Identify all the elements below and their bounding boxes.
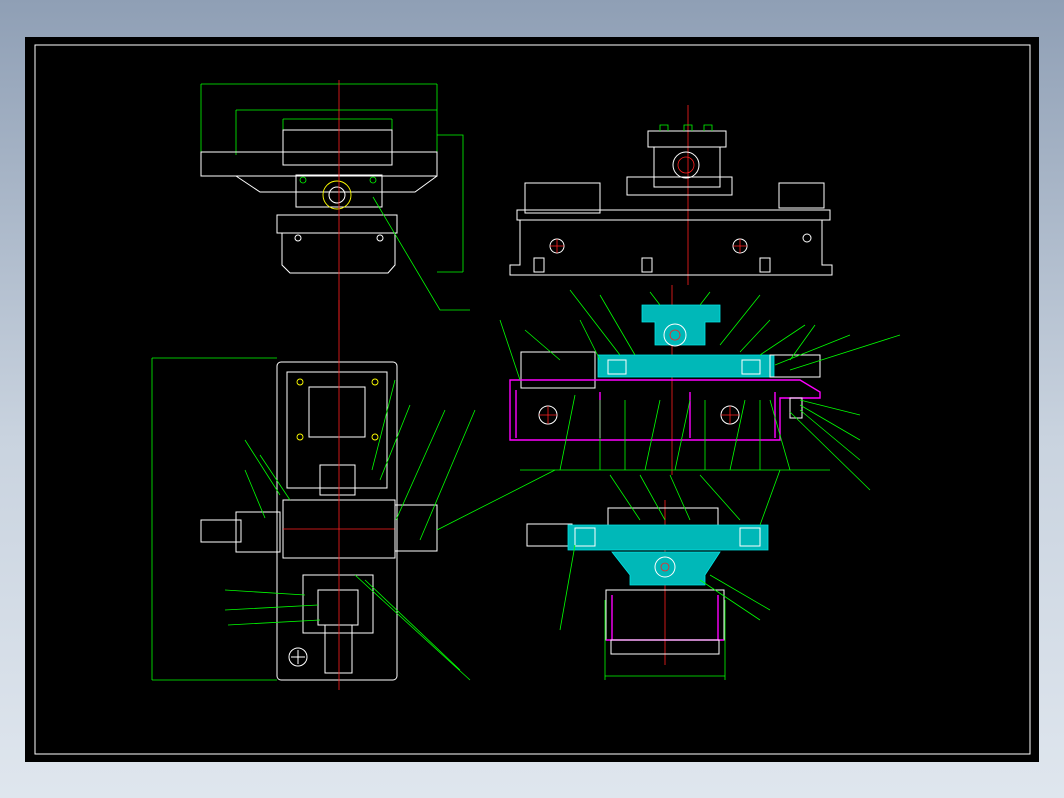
cross-hatch-lines xyxy=(291,650,305,664)
plan-view[interactable] xyxy=(151,300,556,690)
side-elevation-view[interactable] xyxy=(509,105,833,285)
top-clamp xyxy=(647,130,727,148)
leader-line xyxy=(774,324,901,371)
screw-circle-outer xyxy=(663,323,687,347)
leader-line xyxy=(499,319,601,381)
slide-block xyxy=(626,176,733,196)
bolt-symbol xyxy=(376,234,384,242)
base-width-dimension xyxy=(604,600,726,680)
end-screw xyxy=(789,397,803,419)
screw-circle-outer xyxy=(322,180,352,210)
cross-hatch-symbol xyxy=(288,647,308,667)
leader-line xyxy=(372,196,470,311)
foot xyxy=(759,257,771,273)
window-cutout xyxy=(308,386,366,438)
table-chamfer xyxy=(235,175,438,193)
left-bracket xyxy=(524,182,601,214)
left-bearing-housing xyxy=(235,511,281,553)
bearing-right xyxy=(739,527,761,547)
bearing-left xyxy=(607,359,627,375)
base-section-outline xyxy=(509,379,821,441)
leader-line xyxy=(371,379,476,541)
bearing-right xyxy=(741,359,761,375)
upper-clamp-section xyxy=(641,304,721,346)
handwheel-boss xyxy=(778,182,825,209)
right-bearing-housing xyxy=(394,504,438,552)
leader-line xyxy=(789,399,871,491)
nut-block xyxy=(319,464,356,496)
nut-housing xyxy=(653,146,721,188)
bolt-symbol xyxy=(802,233,812,243)
base-body xyxy=(281,233,396,274)
drawing-frame xyxy=(34,44,1031,755)
drawing-canvas[interactable] xyxy=(25,37,1039,762)
bolt-symbol xyxy=(296,378,304,386)
height-dimension xyxy=(437,134,464,273)
leader-line xyxy=(436,469,556,531)
screw-circle-inner xyxy=(677,156,695,174)
nut-section xyxy=(611,551,721,586)
bolt-symbol xyxy=(294,234,302,242)
screw-circle-outer xyxy=(654,556,676,578)
lower-screw xyxy=(324,624,353,674)
bolt-symbol xyxy=(369,176,377,184)
leader-line xyxy=(224,469,321,626)
cross-section-view[interactable] xyxy=(526,469,781,680)
length-dimension xyxy=(151,357,277,681)
base-ribs xyxy=(515,390,776,438)
bolt-symbol xyxy=(299,176,307,184)
bolt-symbol xyxy=(296,433,304,441)
foot xyxy=(533,257,545,273)
table-plate xyxy=(200,151,438,177)
leader-line xyxy=(569,289,711,356)
leader-line xyxy=(559,394,791,471)
left-screw-end xyxy=(526,523,573,547)
slide-section xyxy=(597,354,775,378)
left-screw-end xyxy=(200,519,242,543)
lower-bearing-housing xyxy=(302,574,374,634)
drawing-sheet[interactable] xyxy=(25,37,1039,762)
screw-circle-inner xyxy=(669,329,681,341)
screw-circle-outer xyxy=(672,151,700,179)
left-table-end xyxy=(520,351,596,389)
table-section xyxy=(567,524,769,551)
table-top xyxy=(516,209,831,221)
screw-circle-inner xyxy=(328,186,346,204)
base-body xyxy=(509,220,833,276)
leader-line xyxy=(244,439,291,501)
screw-circle-inner xyxy=(660,562,670,572)
leader-line xyxy=(609,469,781,526)
slide-width-dimension xyxy=(282,118,393,135)
bearing-left xyxy=(574,527,596,547)
bolt-centerlines xyxy=(550,239,747,253)
bolt-symbol xyxy=(371,378,379,386)
bolt-centerlines xyxy=(539,406,739,424)
bolt-symbol xyxy=(371,433,379,441)
leader-line xyxy=(719,294,806,356)
leader-line xyxy=(559,544,771,631)
right-handwheel-end xyxy=(769,354,821,378)
base-foot xyxy=(610,639,720,655)
front-elevation-view[interactable] xyxy=(200,80,470,330)
longitudinal-section-view[interactable] xyxy=(499,285,901,491)
upper-slide xyxy=(282,129,393,166)
base-flange xyxy=(276,214,398,234)
screw-bearing xyxy=(317,589,359,626)
upper-pocket xyxy=(286,371,388,489)
foot xyxy=(641,257,653,273)
clamp-teeth xyxy=(659,124,713,131)
table-width-dimension xyxy=(235,109,437,155)
leader-line xyxy=(354,574,471,681)
base-outline xyxy=(276,361,398,681)
